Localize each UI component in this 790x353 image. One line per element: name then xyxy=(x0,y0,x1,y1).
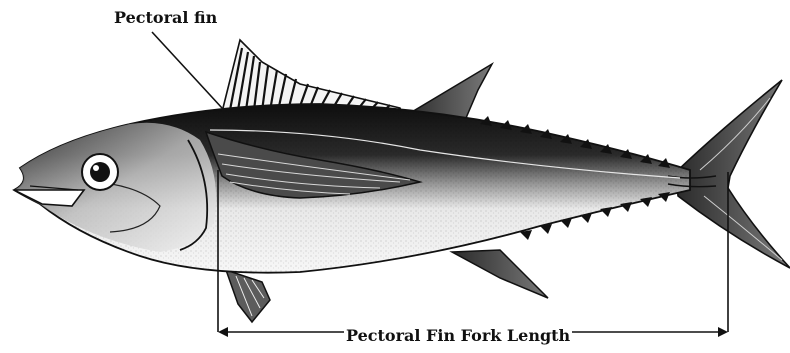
caudal-fin xyxy=(676,80,790,268)
mouth xyxy=(14,190,84,206)
pectoral-fin-leader xyxy=(152,32,222,108)
pelvic-fin xyxy=(226,270,270,322)
second-dorsal-fin xyxy=(405,64,492,118)
eye xyxy=(82,154,118,190)
anal-fin xyxy=(452,250,548,298)
pectoral-fin-label: Pectoral fin xyxy=(112,8,219,27)
fork-length-label: Pectoral Fin Fork Length xyxy=(344,326,572,345)
